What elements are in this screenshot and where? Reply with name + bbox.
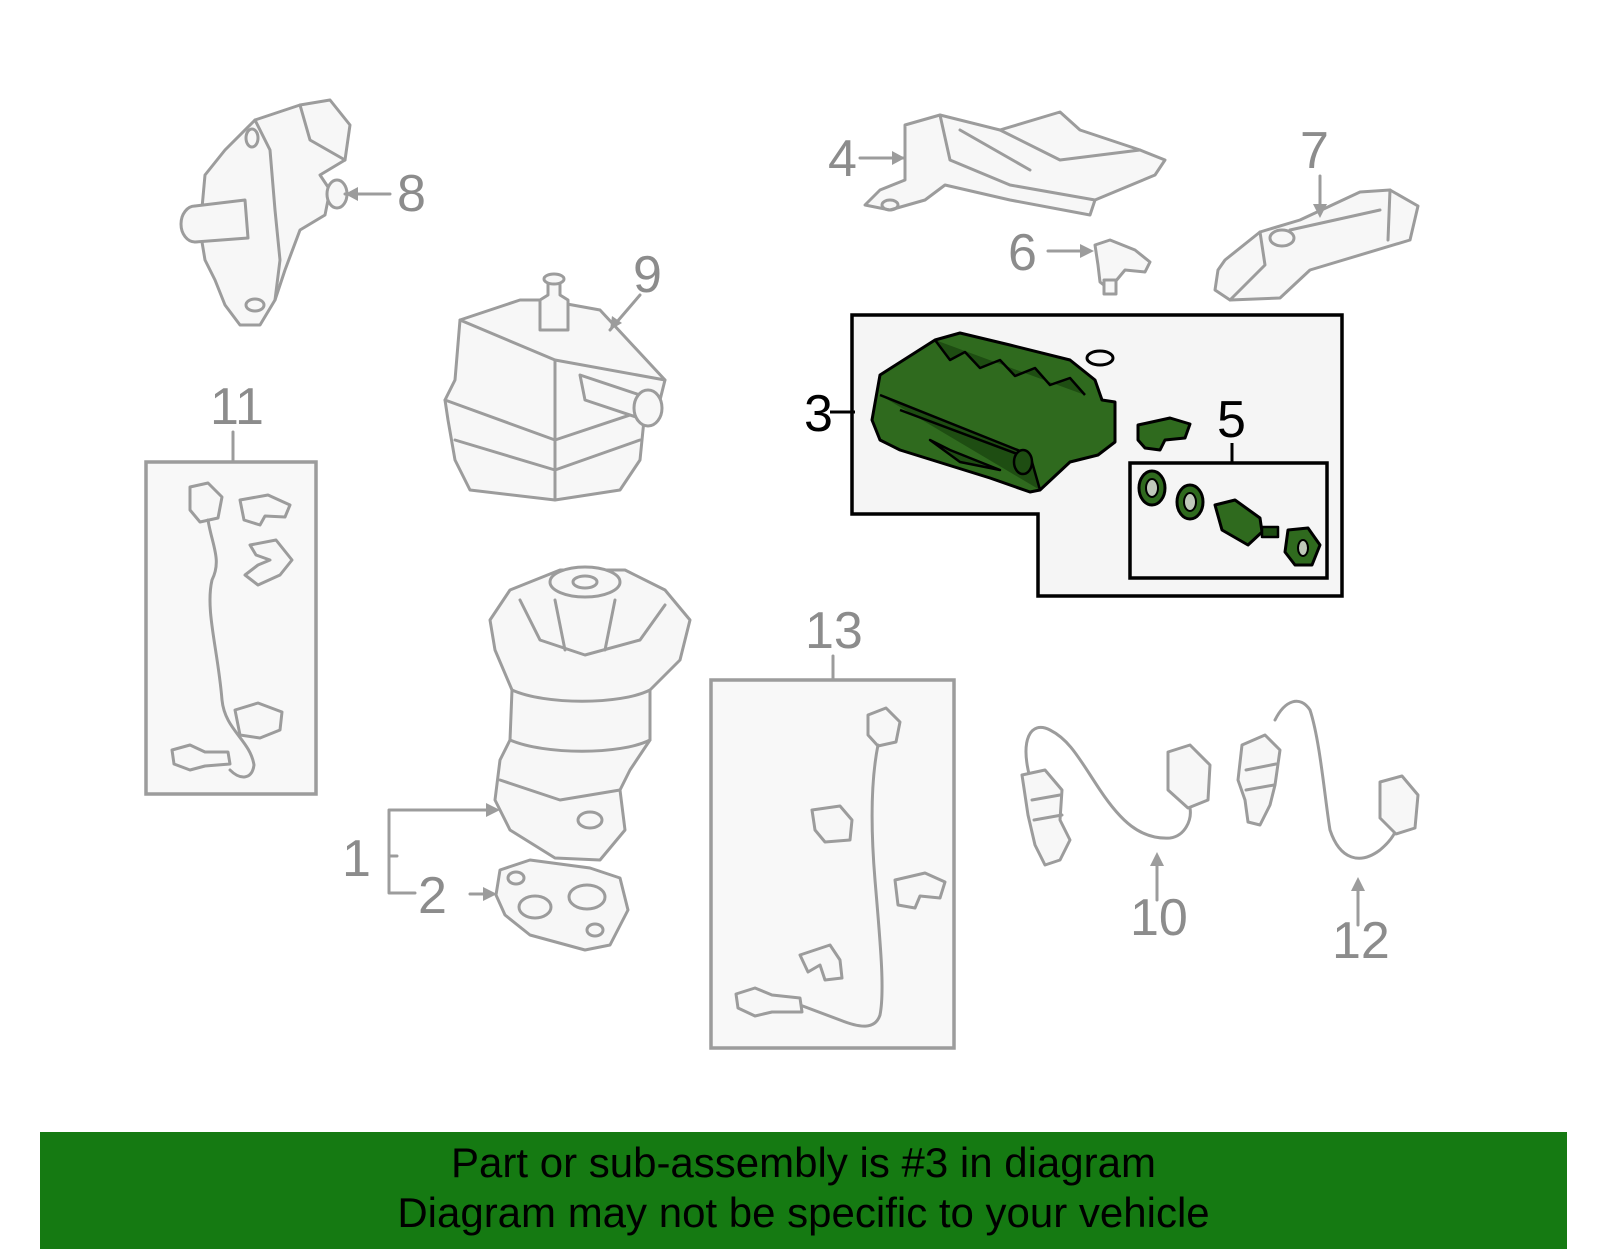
banner-line-1: Part or sub-assembly is #3 in diagram: [451, 1139, 1156, 1186]
callout-12: 12: [1332, 912, 1390, 970]
callout-8: 8: [397, 165, 426, 223]
part-9-filter: [443, 272, 667, 502]
part-11-box: [144, 460, 318, 796]
part-13-box: [709, 678, 956, 1050]
part-8-purge-valve: [179, 98, 392, 327]
callout-10: 10: [1130, 889, 1188, 947]
callout-9: 9: [633, 246, 662, 304]
part-2-gasket: [494, 858, 630, 952]
notice-banner: Part or sub-assembly is #3 in diagram Di…: [40, 1132, 1567, 1249]
callout-2: 2: [418, 867, 447, 925]
callout-13: 13: [805, 602, 863, 660]
part-1-egr-valve: [488, 565, 692, 862]
callout-1-2-leaders: [387, 803, 500, 901]
part-12-o2-sensor: [1236, 699, 1420, 927]
part-3-canister-highlighted: [830, 331, 1192, 494]
part-11-sensor-kit: [170, 481, 294, 779]
callout-4: 4: [828, 130, 857, 188]
part-6-sensor: [1046, 238, 1152, 296]
banner-line-2: Diagram may not be specific to your vehi…: [397, 1189, 1210, 1236]
part-7-cover: [1213, 174, 1420, 302]
callout-6: 6: [1008, 224, 1037, 282]
part-4-bracket: [858, 110, 1167, 217]
part-5-valve-kit: [1137, 469, 1322, 567]
part-13-sensor-kit: [734, 706, 947, 1028]
callout-1: 1: [342, 830, 371, 888]
callout-5: 5: [1217, 391, 1246, 449]
callout-3: 3: [804, 385, 833, 443]
callout-11: 11: [210, 378, 264, 436]
part-10-o2-sensor: [1020, 726, 1212, 902]
callout-7: 7: [1300, 122, 1329, 180]
